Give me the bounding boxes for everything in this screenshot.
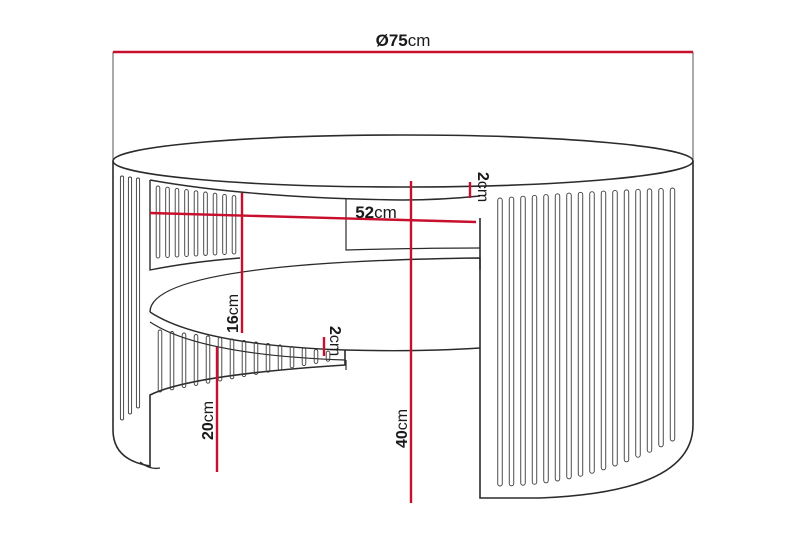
slat (531, 194, 538, 485)
top-thickness-dimension: 2cm (468, 172, 491, 202)
outer-body-left (112, 161, 346, 467)
slat (646, 188, 653, 453)
slat (277, 344, 283, 371)
slat (623, 189, 630, 463)
slat (325, 350, 331, 362)
slat (313, 349, 319, 364)
inner-width-label: 52cm (355, 203, 397, 222)
table-outline (112, 134, 694, 499)
slat (193, 334, 199, 386)
slat (301, 347, 307, 367)
slat (600, 190, 607, 471)
slat (577, 191, 584, 477)
top-thickness-label: 2cm (474, 172, 491, 202)
shelf-gap-label: 16cm (225, 294, 242, 333)
slat (612, 189, 618, 467)
slat (217, 337, 223, 382)
slats-right (497, 187, 676, 487)
slat (497, 197, 503, 487)
slat (174, 187, 180, 258)
slat (669, 187, 676, 442)
slat (119, 175, 125, 421)
middle-shelf-bottom (149, 311, 481, 352)
left-upper-panel-edge (149, 180, 241, 271)
middle-shelf-top (149, 257, 481, 313)
shelf-gap-dimension: 16cm (225, 193, 244, 333)
slat (127, 176, 133, 415)
inner-width-line (149, 211, 477, 224)
slat (520, 195, 526, 486)
slat (265, 343, 271, 373)
slat (554, 193, 561, 482)
slat (169, 331, 175, 391)
slat (157, 329, 163, 393)
slat (203, 191, 208, 256)
slat (229, 338, 235, 380)
slats-left-top (119, 175, 237, 421)
slat (635, 188, 641, 458)
slat (508, 196, 515, 487)
slat (155, 185, 161, 259)
slat (135, 177, 141, 409)
base-height-label: 20cm (200, 401, 217, 440)
tabletop (112, 134, 694, 188)
middle-shelf-front (149, 321, 346, 361)
slat (566, 192, 572, 480)
slat (253, 341, 259, 375)
base-bottom (139, 461, 161, 470)
slat (181, 332, 187, 389)
slat (589, 191, 595, 474)
outer-body-right (479, 161, 694, 499)
slat (543, 194, 549, 484)
slat (193, 190, 199, 257)
top-slab-lip (149, 179, 481, 201)
slat (212, 192, 218, 256)
base-height-dimension: 20cm (200, 347, 219, 472)
slat (222, 193, 227, 255)
total-height-dimension: 40cm (394, 181, 413, 503)
diameter-label: Ø75cm (376, 31, 431, 50)
slat (184, 189, 189, 257)
inner-width-dimension: 52cm (149, 203, 477, 224)
slat (658, 187, 664, 448)
slat (205, 335, 211, 384)
slat (231, 195, 237, 255)
slat (165, 186, 170, 258)
shelf-thickness-label: 2cm (326, 326, 343, 356)
total-height-label: 40cm (394, 409, 411, 448)
slat (289, 346, 295, 369)
diameter-dimension: Ø75cm (112, 31, 694, 161)
slats-left-bottom (157, 329, 331, 393)
slat (241, 340, 247, 378)
shelf-thickness-dimension: 2cm (322, 326, 343, 356)
